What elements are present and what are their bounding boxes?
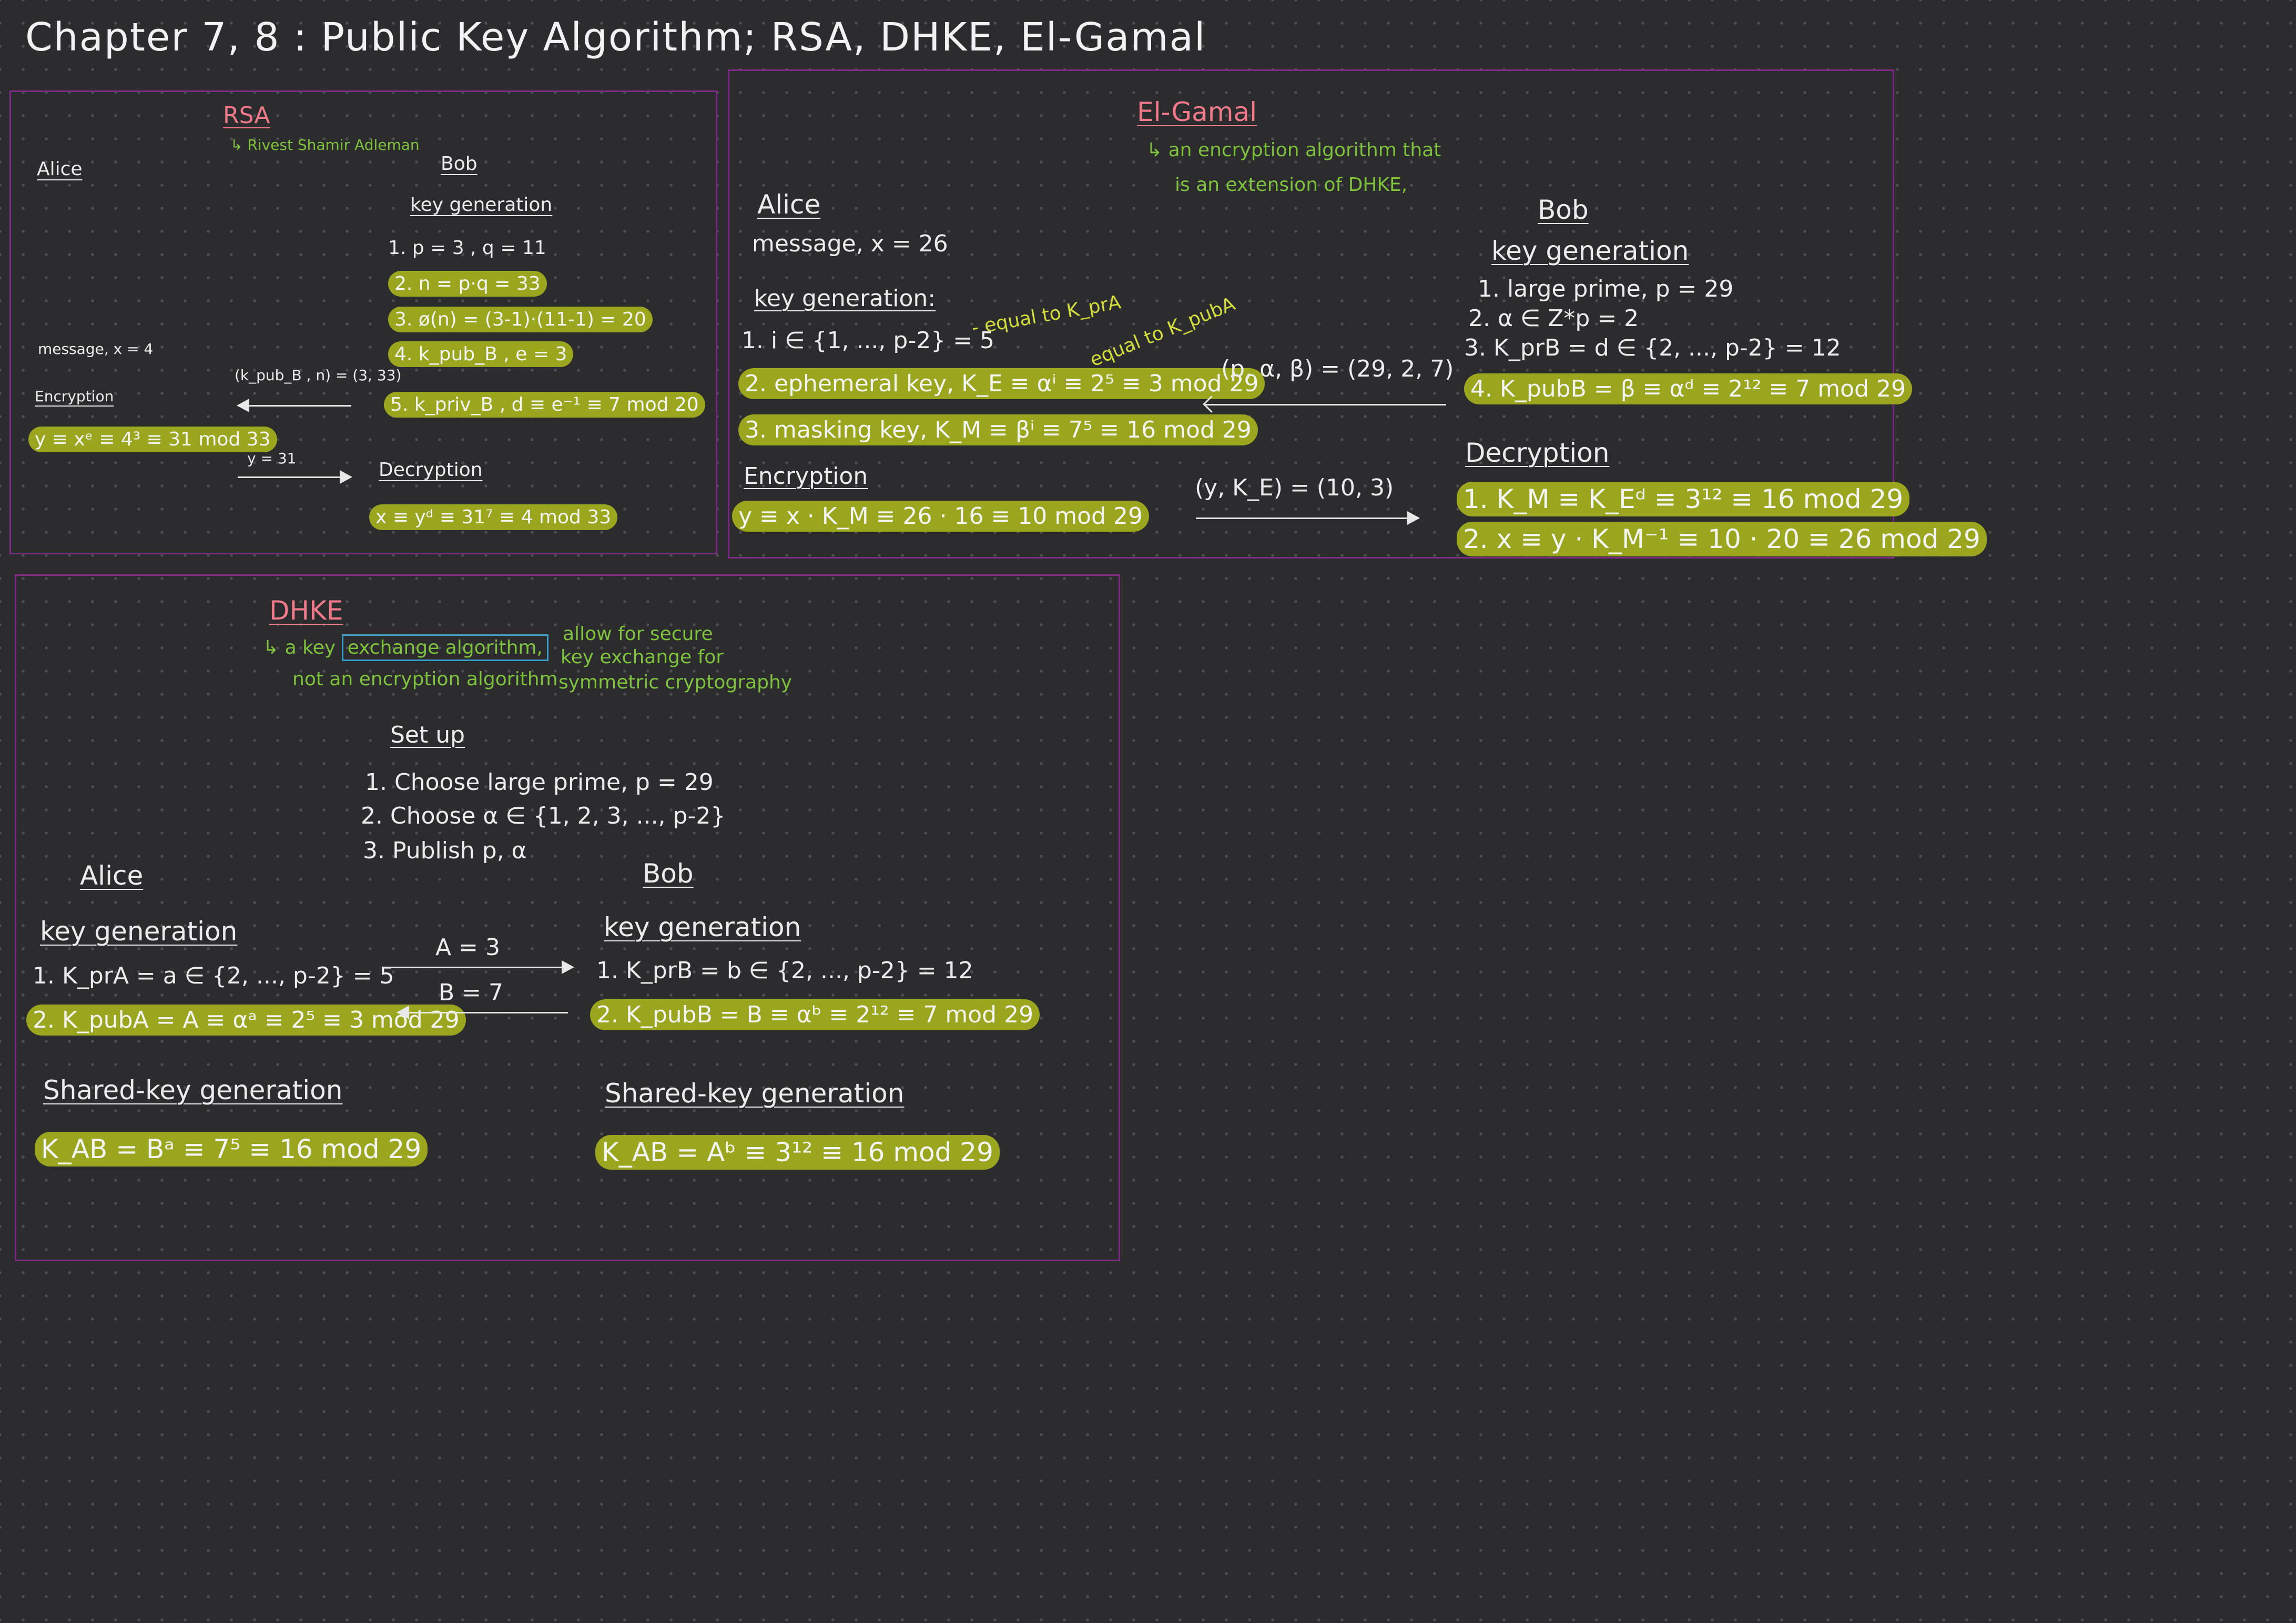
dhke-heading: DHKE bbox=[269, 595, 343, 626]
elgamal-encryption-heading: Encryption bbox=[744, 463, 868, 490]
elgamal-message: message, x = 26 bbox=[752, 230, 948, 257]
rsa-decryption-heading: Decryption bbox=[379, 459, 483, 481]
dhke-alice-label: Alice bbox=[80, 860, 144, 891]
elgamal-bob-step-4: 4. K_pubB = β ≡ αᵈ ≡ 2¹² ≡ 7 mod 29 bbox=[1464, 373, 1912, 404]
rsa-step-5-text: 5. k_priv_B , d ≡ e⁻¹ ≡ 7 mod 20 bbox=[384, 392, 705, 418]
rsa-keygen-heading: key generation bbox=[410, 194, 553, 216]
dhke-bob-step-1: 1. K_prB = b ∈ {2, ..., p-2} = 12 bbox=[596, 957, 973, 984]
dhke-alice-shared-eq-text: K_AB = Bᵃ ≡ 7⁵ ≡ 16 mod 29 bbox=[35, 1132, 428, 1166]
dhke-send-b: B = 7 bbox=[439, 979, 504, 1006]
dhke-setup-step-3: 3. Publish p, α bbox=[363, 837, 527, 864]
elgamal-dec-step-2: 2. x ≡ y · K_M⁻¹ ≡ 10 · 20 ≡ 26 mod 29 bbox=[1457, 522, 1987, 556]
dhke-bob-keygen-heading: key generation bbox=[604, 912, 801, 942]
dhke-note-line1: allow for secure bbox=[563, 623, 713, 645]
elgamal-bob-step-2: 2. α ∈ Z*p = 2 bbox=[1468, 305, 1639, 332]
dhke-bob-shared-eq-text: K_AB = Aᵇ ≡ 3¹² ≡ 16 mod 29 bbox=[595, 1135, 1000, 1170]
rsa-step-2: 2. n = p·q = 33 bbox=[388, 271, 547, 297]
dhke-bob-step-2: 2. K_pubB = B ≡ αᵇ ≡ 2¹² ≡ 7 mod 29 bbox=[590, 999, 1040, 1030]
rsa-message: message, x = 4 bbox=[38, 340, 154, 358]
rsa-send-y: y = 31 bbox=[247, 450, 297, 467]
dhke-bob-shared-eq: K_AB = Aᵇ ≡ 3¹² ≡ 16 mod 29 bbox=[595, 1135, 1000, 1170]
rsa-bob-label: Bob bbox=[441, 153, 478, 175]
dhke-alice-shared-eq: K_AB = Bᵃ ≡ 7⁵ ≡ 16 mod 29 bbox=[35, 1132, 428, 1166]
elgamal-alice-step-2-text: 2. ephemeral key, K_E ≡ αⁱ ≡ 2⁵ ≡ 3 mod … bbox=[738, 368, 1265, 399]
rsa-heading: RSA bbox=[223, 102, 270, 129]
rsa-subtitle: ↳ Rivest Shamir Adleman bbox=[230, 136, 420, 154]
elgamal-desc-line1: ↳ an encryption algorithm that bbox=[1146, 139, 1441, 161]
dhke-bob-label: Bob bbox=[643, 858, 694, 889]
rsa-step-1: 1. p = 3 , q = 11 bbox=[388, 237, 546, 259]
rsa-alice-label: Alice bbox=[37, 158, 83, 180]
rsa-step-2-text: 2. n = p·q = 33 bbox=[388, 271, 547, 297]
dhke-alice-keygen-heading: key generation bbox=[40, 916, 238, 947]
dhke-bob-step-2-text: 2. K_pubB = B ≡ αᵇ ≡ 2¹² ≡ 7 mod 29 bbox=[590, 999, 1040, 1030]
elgamal-bob-step-3: 3. K_prB = d ∈ {2, ..., p-2} = 12 bbox=[1464, 334, 1841, 361]
rsa-arrow-y-to-bob bbox=[238, 470, 352, 484]
elgamal-alice-step-3-text: 3. masking key, K_M ≡ βⁱ ≡ 7⁵ ≡ 16 mod 2… bbox=[738, 414, 1258, 445]
rsa-dec-eq-text: x ≡ yᵈ ≡ 31⁷ ≡ 4 mod 33 bbox=[369, 504, 618, 530]
rsa-send-pub: (k_pub_B , n) = (3, 33) bbox=[235, 367, 402, 384]
dhke-setup-heading: Set up bbox=[390, 722, 465, 748]
elgamal-send-params: (p, α, β) = (29, 2, 7) bbox=[1221, 356, 1454, 382]
elgamal-dec-step-1-text: 1. K_M ≡ K_Eᵈ ≡ 3¹² ≡ 16 mod 29 bbox=[1457, 482, 1910, 516]
rsa-arrow-pub-to-alice bbox=[237, 399, 351, 412]
rsa-step-4: 4. k_pub_B , e = 3 bbox=[388, 341, 574, 367]
elgamal-bob-keygen-heading: key generation bbox=[1491, 236, 1689, 266]
dhke-desc-prefix: ↳ a key bbox=[263, 637, 336, 658]
elgamal-arrow-cipher-to-bob bbox=[1196, 511, 1420, 525]
elgamal-enc-eq: y ≡ x · K_M ≡ 26 · 16 ≡ 10 mod 29 bbox=[732, 501, 1149, 532]
elgamal-keygen-heading: key generation: bbox=[754, 285, 936, 312]
dhke-frame bbox=[15, 574, 1120, 1261]
elgamal-bob-step-1: 1. large prime, p = 29 bbox=[1478, 276, 1734, 302]
rsa-frame bbox=[9, 90, 717, 554]
dhke-alice-step-2: 2. K_pubA = A ≡ αᵃ ≡ 2⁵ ≡ 3 mod 29 bbox=[26, 1005, 466, 1036]
dhke-note-line3: symmetric cryptography bbox=[558, 672, 793, 693]
dhke-bob-shared-heading: Shared-key generation bbox=[605, 1078, 905, 1109]
elgamal-arrow-params-to-alice bbox=[1204, 404, 1446, 405]
dhke-alice-step-1: 1. K_prA = a ∈ {2, ..., p-2} = 5 bbox=[33, 962, 394, 989]
dhke-desc-boxed: exchange algorithm, bbox=[341, 634, 548, 661]
elgamal-alice-step-2: 2. ephemeral key, K_E ≡ αⁱ ≡ 2⁵ ≡ 3 mod … bbox=[738, 368, 1265, 399]
elgamal-frame bbox=[728, 69, 1894, 559]
elgamal-desc-line2: is an extension of DHKE, bbox=[1175, 174, 1408, 196]
elgamal-send-cipher: (y, K_E) = (10, 3) bbox=[1195, 474, 1394, 501]
elgamal-heading: El-Gamal bbox=[1137, 97, 1257, 127]
rsa-enc-eq: y ≡ xᵉ ≡ 4³ ≡ 31 mod 33 bbox=[28, 427, 277, 452]
dhke-alice-step-2-text: 2. K_pubA = A ≡ αᵃ ≡ 2⁵ ≡ 3 mod 29 bbox=[26, 1005, 466, 1036]
rsa-step-4-text: 4. k_pub_B , e = 3 bbox=[388, 341, 574, 367]
rsa-encryption-heading: Encryption bbox=[35, 388, 114, 405]
dhke-arrow-b-to-alice bbox=[397, 1006, 568, 1019]
elgamal-dec-step-2-text: 2. x ≡ y · K_M⁻¹ ≡ 10 · 20 ≡ 26 mod 29 bbox=[1457, 522, 1987, 556]
elgamal-dec-step-1: 1. K_M ≡ K_Eᵈ ≡ 3¹² ≡ 16 mod 29 bbox=[1457, 482, 1910, 516]
elgamal-enc-eq-text: y ≡ x · K_M ≡ 26 · 16 ≡ 10 mod 29 bbox=[732, 501, 1149, 532]
elgamal-bob-step-4-text: 4. K_pubB = β ≡ αᵈ ≡ 2¹² ≡ 7 mod 29 bbox=[1464, 373, 1912, 404]
rsa-dec-eq: x ≡ yᵈ ≡ 31⁷ ≡ 4 mod 33 bbox=[369, 504, 618, 530]
dhke-alice-shared-heading: Shared-key generation bbox=[43, 1075, 343, 1105]
elgamal-alice-label: Alice bbox=[757, 189, 821, 220]
elgamal-decryption-heading: Decryption bbox=[1465, 438, 1610, 468]
dhke-desc-line1: ↳ a key exchange algorithm, bbox=[263, 634, 548, 661]
dhke-setup-step-2: 2. Choose α ∈ {1, 2, 3, ..., p-2} bbox=[361, 803, 726, 829]
rsa-step-3: 3. ø(n) = (3-1)·(11-1) = 20 bbox=[388, 307, 653, 332]
dhke-send-a: A = 3 bbox=[435, 934, 500, 961]
elgamal-alice-step-3: 3. masking key, K_M ≡ βⁱ ≡ 7⁵ ≡ 16 mod 2… bbox=[738, 414, 1258, 445]
dhke-note-line2: key exchange for bbox=[561, 646, 724, 668]
dhke-desc-line2: not an encryption algorithm bbox=[292, 668, 558, 690]
rsa-enc-eq-text: y ≡ xᵉ ≡ 4³ ≡ 31 mod 33 bbox=[28, 427, 277, 452]
elgamal-bob-label: Bob bbox=[1538, 195, 1589, 225]
dhke-arrow-a-to-bob bbox=[390, 960, 574, 974]
rsa-step-3-text: 3. ø(n) = (3-1)·(11-1) = 20 bbox=[388, 307, 653, 332]
rsa-step-5: 5. k_priv_B , d ≡ e⁻¹ ≡ 7 mod 20 bbox=[384, 392, 705, 418]
page-title: Chapter 7, 8 : Public Key Algorithm; RSA… bbox=[25, 15, 1206, 60]
elgamal-alice-step-1: 1. i ∈ {1, ..., p-2} = 5 bbox=[741, 327, 995, 354]
dhke-setup-step-1: 1. Choose large prime, p = 29 bbox=[365, 769, 714, 796]
